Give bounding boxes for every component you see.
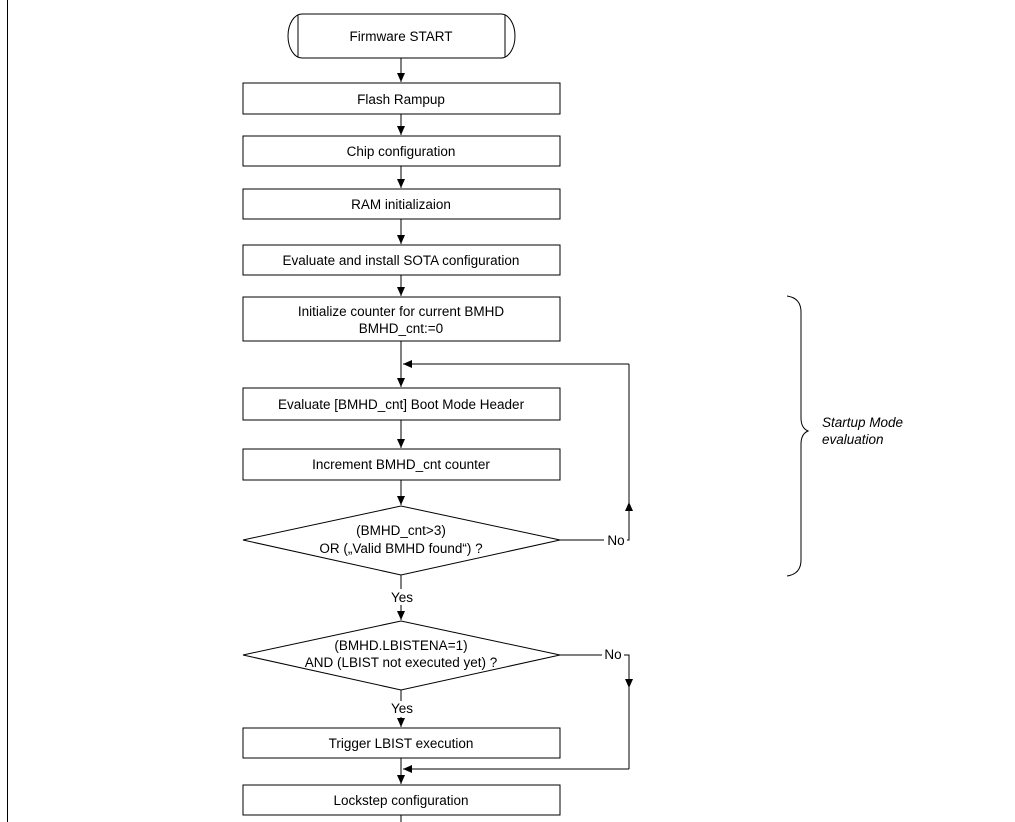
loop-back-line (625, 502, 633, 541)
step-label: Trigger LBIST execution (329, 736, 474, 751)
annotation-label: Startup Mode (822, 415, 903, 430)
step-sota-configuration: Evaluate and install SOTA configuration (242, 244, 561, 276)
step-trigger-lbist: Trigger LBIST execution (242, 727, 561, 759)
annotation-label: evaluation (822, 432, 884, 447)
decision-label: OR („Valid BMHD found“) ? (319, 541, 482, 556)
start-label: Firmware START (349, 29, 452, 44)
step-label: BMHD_cnt:=0 (359, 321, 443, 336)
start-terminator: Firmware START (287, 13, 516, 59)
no-label: No (604, 647, 621, 662)
step-increment-counter: Increment BMHD_cnt counter (242, 448, 561, 481)
step-label: Evaluate [BMHD_cnt] Boot Mode Header (278, 397, 525, 412)
step-label: Flash Rampup (357, 92, 445, 107)
step-label: Chip configuration (347, 144, 456, 159)
step-label: Lockstep configuration (333, 793, 468, 808)
decision-label: (BMHD_cnt>3) (356, 523, 446, 538)
decision-label: AND (LBIST not executed yet) ? (305, 655, 498, 670)
step-label: Evaluate and install SOTA configuration (283, 253, 520, 268)
decision-lbist-check: (BMHD.LBISTENA=1) AND (LBIST not execute… (242, 620, 561, 691)
step-flash-rampup: Flash Rampup (242, 82, 561, 115)
step-label: Initialize counter for current BMHD (298, 304, 505, 319)
step-lockstep-configuration: Lockstep configuration (242, 784, 561, 816)
step-label: Increment BMHD_cnt counter (312, 457, 490, 472)
no-label: No (607, 533, 624, 548)
yes-label: Yes (391, 590, 413, 605)
step-label: RAM initializaion (351, 197, 451, 212)
page-frame (7, 0, 8, 822)
step-evaluate-bmhd: Evaluate [BMHD_cnt] Boot Mode Header (242, 387, 561, 421)
bypass-line (624, 654, 633, 688)
step-ram-initialization: RAM initializaion (242, 188, 561, 220)
yes-label: Yes (391, 701, 413, 716)
decision-label: (BMHD.LBISTENA=1) (334, 638, 467, 653)
curly-brace (786, 295, 810, 577)
step-chip-configuration: Chip configuration (242, 135, 561, 167)
decision-bmhd-check: (BMHD_cnt>3) OR („Valid BMHD found“) ? (242, 505, 561, 576)
step-initialize-counter: Initialize counter for current BMHD BMHD… (242, 296, 561, 342)
